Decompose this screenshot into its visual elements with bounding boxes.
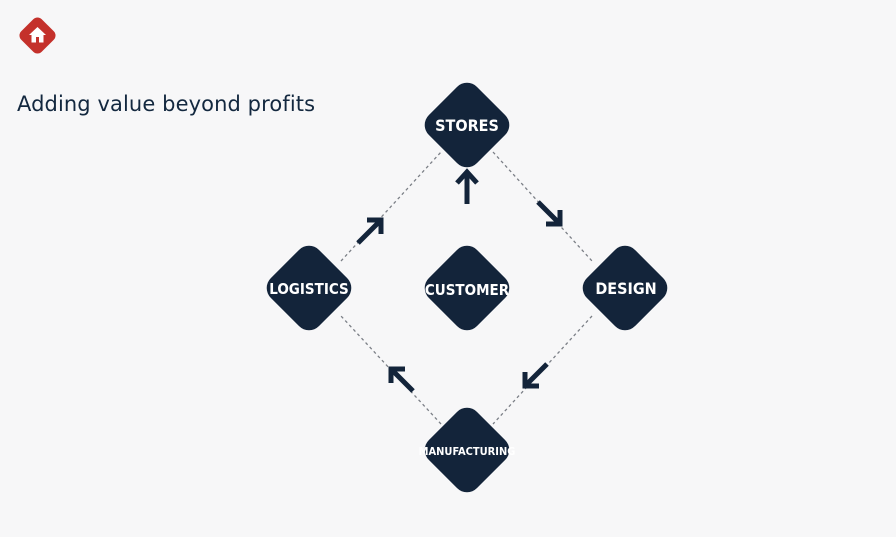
arrow-icon (356, 217, 384, 245)
arrow-icon (388, 366, 415, 393)
node-stores: STORES (424, 82, 510, 168)
page-title: Adding value beyond profits (17, 92, 316, 116)
node-customer: CUSTOMER (424, 245, 510, 331)
arrow-icon (536, 200, 563, 227)
arrow-icon (522, 362, 549, 389)
home-button[interactable] (17, 15, 58, 56)
node-stores-label: STORES (435, 116, 499, 135)
node-manufacturing-label: MANUFACTURING (419, 445, 516, 458)
node-manufacturing: MANUFACTURING (419, 407, 516, 493)
node-design-label: DESIGN (595, 279, 656, 298)
home-icon (29, 27, 46, 43)
node-logistics: LOGISTICS (266, 245, 352, 331)
node-customer-label: CUSTOMER (425, 281, 510, 299)
arrow-icon (455, 168, 479, 204)
node-design: DESIGN (582, 245, 668, 331)
node-logistics-label: LOGISTICS (269, 280, 348, 298)
connector-logistics-stores (340, 151, 442, 262)
